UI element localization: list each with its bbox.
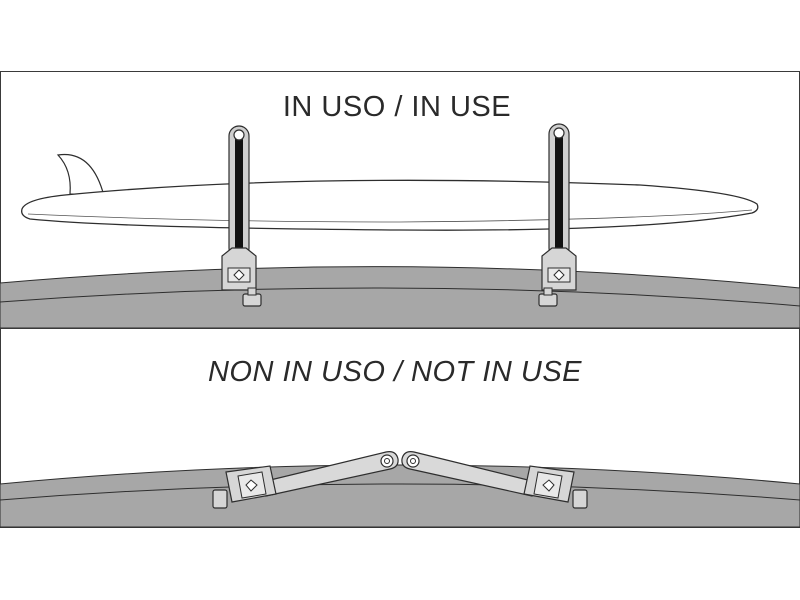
surfboard-rail-line	[27, 209, 753, 223]
rack-left-in-use	[221, 125, 262, 307]
rack-right-in-use	[538, 123, 577, 307]
rack-right-knob-stem	[543, 287, 553, 296]
rack-left-bolt-icon	[233, 269, 245, 281]
rack-right-top-pivot-icon	[553, 127, 565, 139]
rack-left-strap	[235, 136, 243, 256]
car-roof	[0, 266, 800, 329]
rack-right-strap	[555, 134, 563, 256]
rack-right-folded-pivot-inner-icon	[410, 458, 416, 464]
rack-left-folded-pivot-inner-icon	[384, 458, 390, 464]
panel-not-in-use-title: NON IN USO / NOT IN USE	[208, 356, 582, 388]
rack-right-knob	[538, 293, 558, 307]
rack-left-knob	[242, 293, 262, 307]
rack-left-folded-bolt-icon	[245, 479, 258, 492]
rack-right-folded	[401, 451, 588, 509]
surfboard	[21, 179, 759, 231]
panel-in-use: IN USO / IN USE	[0, 71, 800, 329]
rack-right-folded-arm	[401, 451, 537, 497]
rack-right-bolt-icon	[553, 269, 565, 281]
rack-right-folded-bolt-icon	[542, 479, 555, 492]
rack-left-folded-arm	[261, 451, 399, 497]
rack-left-folded-knob	[212, 489, 228, 509]
car-roof-folded	[0, 464, 800, 528]
car-roof-folded-edge-line	[0, 483, 800, 501]
panel-in-use-title: IN USO / IN USE	[283, 91, 511, 123]
rack-right-folded-knob	[572, 489, 588, 509]
rack-left-folded	[212, 451, 399, 509]
car-roof-edge-line	[0, 287, 800, 307]
rack-left-top-pivot-icon	[233, 129, 245, 141]
panel-not-in-use: NON IN USO / NOT IN USE	[0, 328, 800, 528]
rack-left-knob-stem	[247, 287, 257, 296]
